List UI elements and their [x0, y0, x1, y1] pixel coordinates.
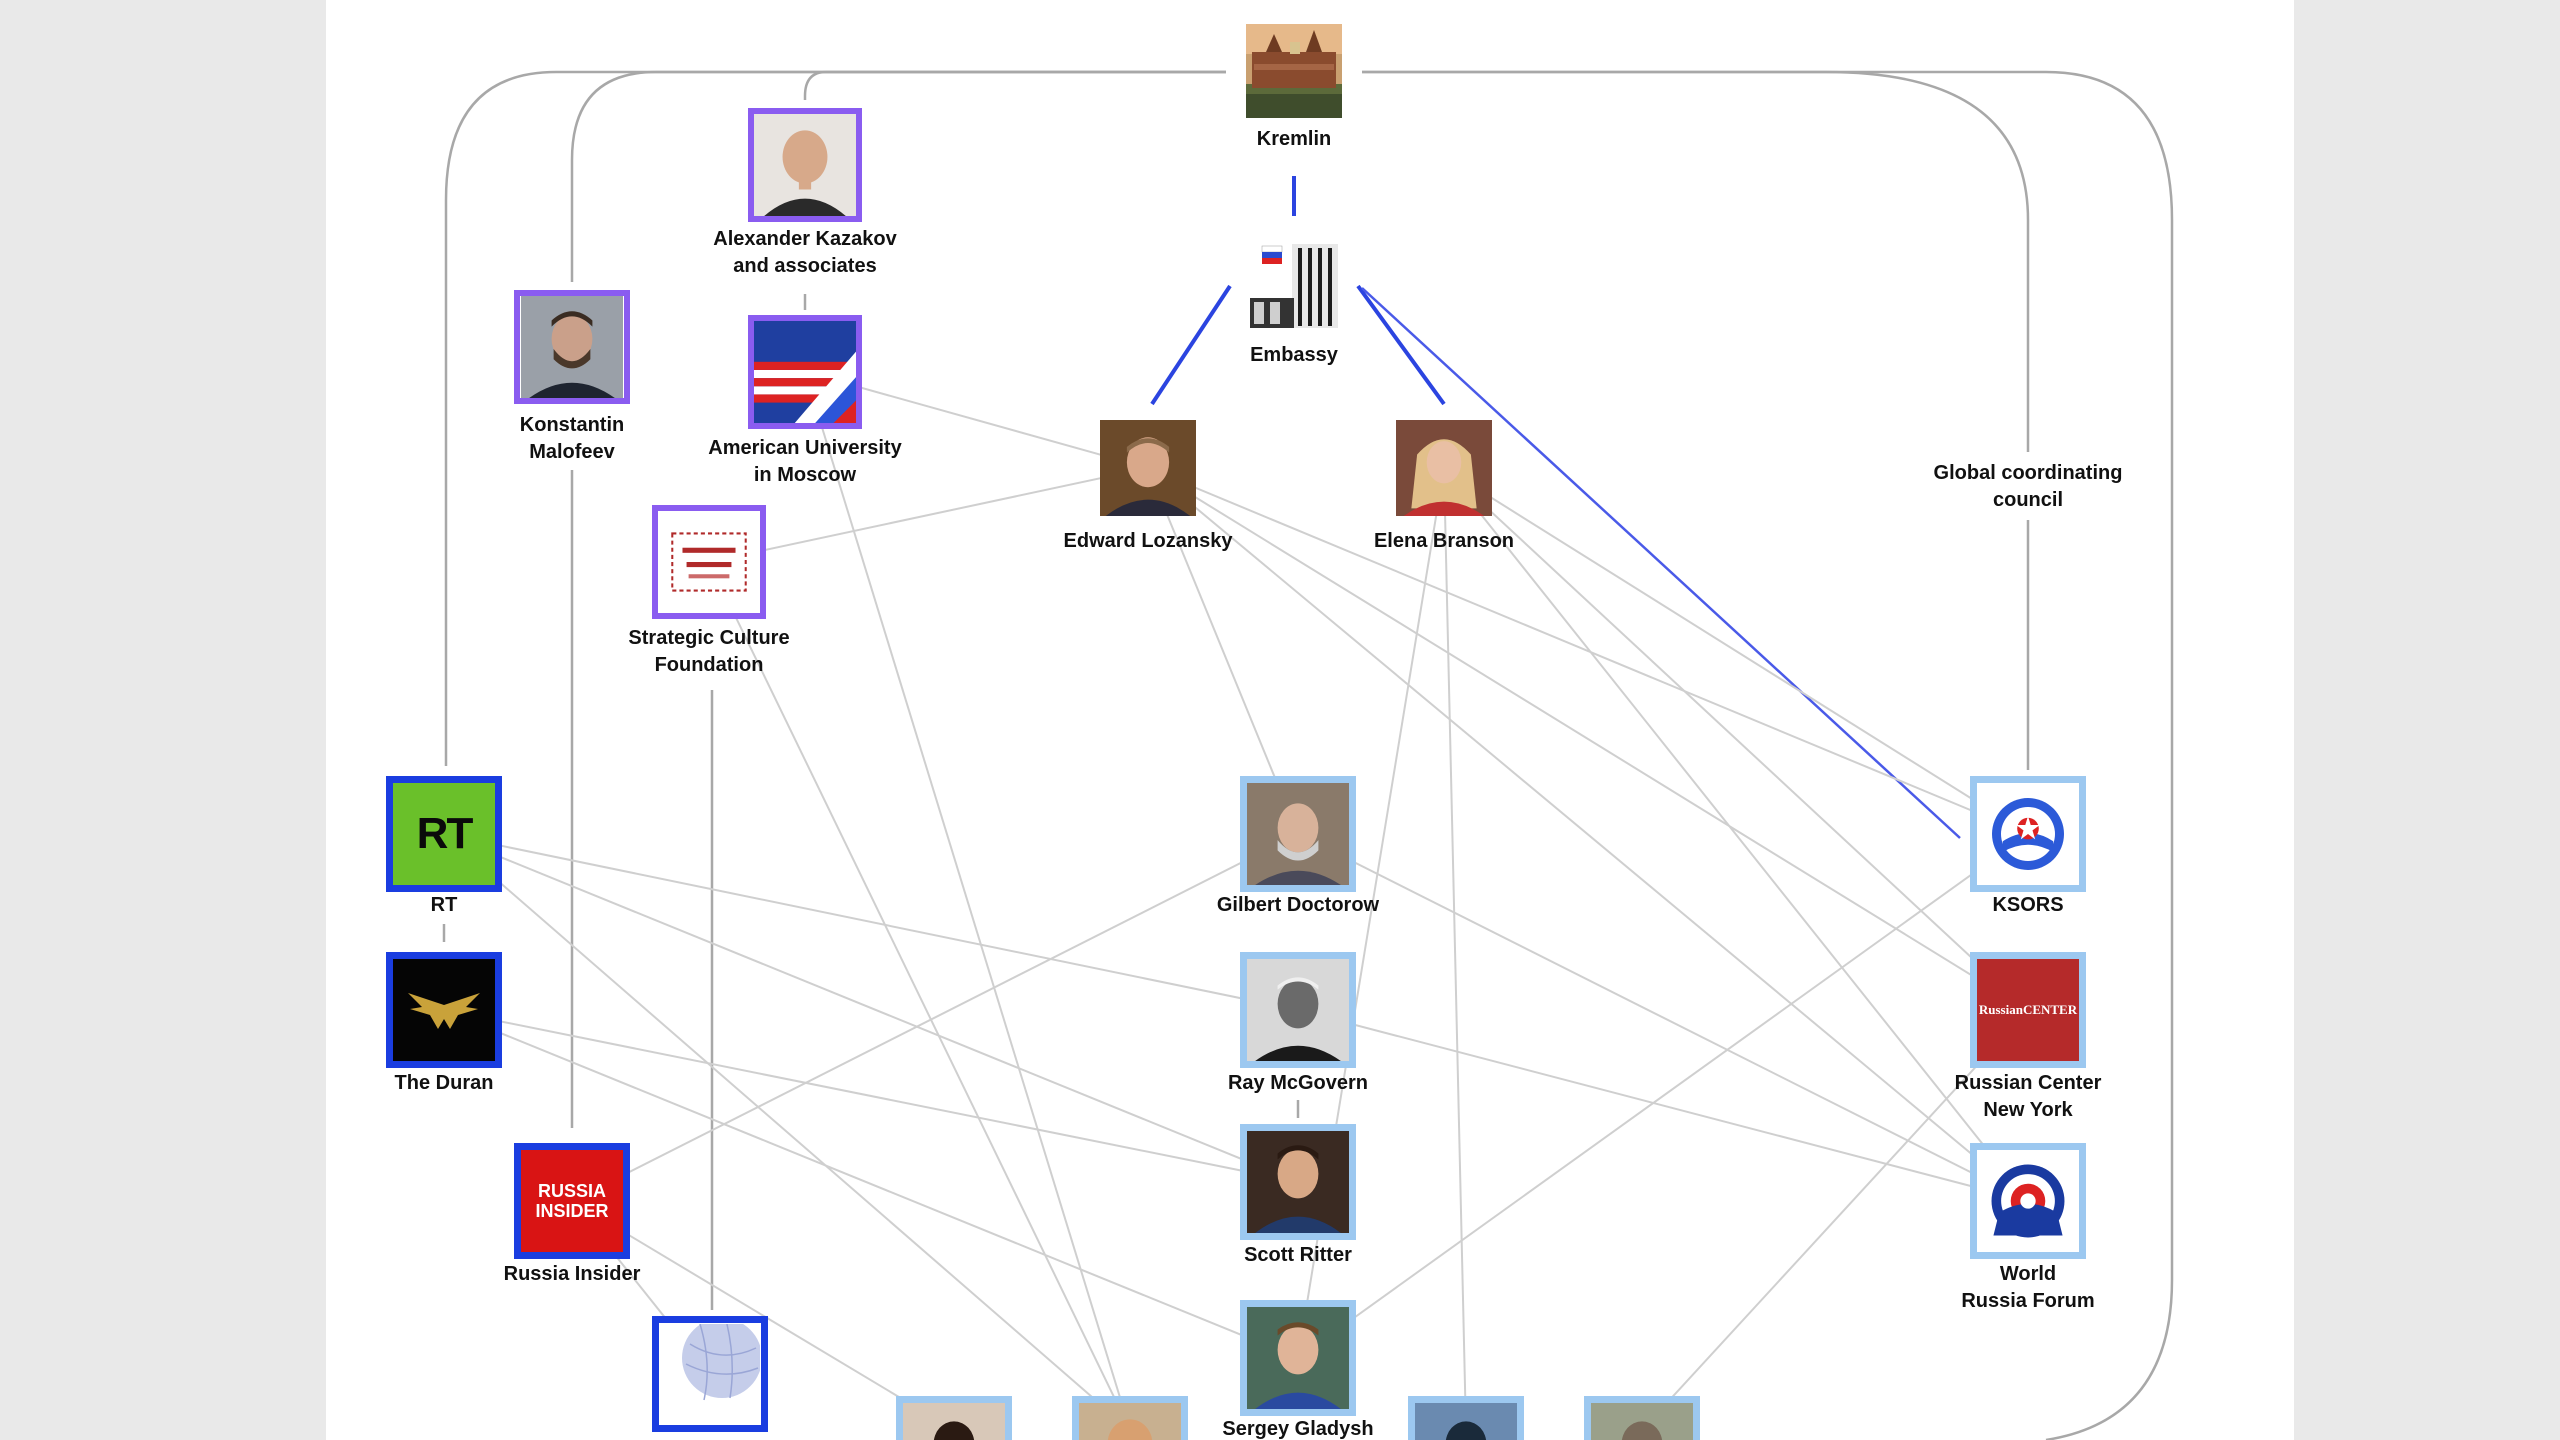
mcgovern-portrait	[1240, 952, 1356, 1068]
edge-american-university-bottom-2	[804, 371, 1131, 1431]
edge-kremlin-malofeev	[570, 70, 1226, 282]
world-forum-emblem-icon	[1991, 1164, 2065, 1238]
kazakov-portrait	[748, 108, 862, 222]
edge-gladysh-ksors	[1297, 833, 2029, 1359]
lozansky-portrait	[1100, 420, 1196, 516]
gladysh-portrait	[1240, 1300, 1356, 1416]
edge-branson-world-forum	[1443, 467, 2029, 1202]
edge-rt-mcgovern	[443, 833, 1299, 1011]
lozansky-label: Edward Lozansky	[1063, 530, 1233, 552]
edge-embassy-ksors	[1361, 287, 1961, 839]
rt-label: RT	[430, 894, 458, 916]
edge-mcgovern-world-forum	[1297, 1009, 2029, 1202]
eagle-icon	[408, 993, 480, 1029]
russia-insider-label: Russia Insider	[503, 1263, 641, 1285]
doctorow-portrait	[1240, 776, 1356, 892]
branson-label: Elena Branson	[1373, 530, 1515, 552]
edge-embassy-lozansky	[1150, 284, 1232, 406]
edge-embassy-branson	[1356, 284, 1446, 406]
bottom-4-portrait	[1584, 1396, 1700, 1440]
kremlin-label: Kremlin	[1256, 128, 1332, 150]
edge-kremlin-rt	[444, 70, 1226, 766]
rt-logo: RT	[386, 776, 502, 892]
doctorow-label: Gilbert Doctorow	[1216, 894, 1380, 916]
edge-strategic-culture-lozansky	[708, 467, 1149, 563]
world-forum-logo	[1970, 1143, 2086, 1259]
strategic-culture-logo	[652, 505, 766, 619]
edge-layer	[442, 70, 2174, 1440]
american-university-label: American University in Moscow	[708, 437, 902, 486]
edge-kremlin-bottom-right-offscreen	[1362, 70, 2174, 1440]
malofeev-label: Konstantin Malofeev	[519, 414, 625, 463]
edge-lozansky-russian-center	[1147, 467, 2029, 1011]
edge-lozansky-doctorow	[1147, 467, 1299, 835]
russian-center-logo-text: RussianCENTER	[1978, 1002, 2078, 1017]
russia-insider-logo: RUSSIA INSIDER	[514, 1143, 630, 1259]
edge-doctorow-world-forum	[1297, 833, 2029, 1202]
edge-bottom-4-russian-center	[1641, 1009, 2029, 1431]
edge-strategic-culture-bottom-2	[708, 561, 1131, 1431]
ksors-logo	[1970, 776, 2086, 892]
ritter-portrait	[1240, 1124, 1356, 1240]
edge-russia-insider-doctorow	[571, 833, 1299, 1202]
globe-logo	[652, 1316, 768, 1432]
ksors-emblem-icon	[1992, 798, 2064, 870]
edge-kremlin-kazakov	[803, 70, 1226, 100]
russian-center-label: Russian Center New York	[1954, 1072, 2102, 1121]
russian-center-logo: RussianCENTER	[1970, 952, 2086, 1068]
rt-logo-text: RT	[416, 809, 474, 858]
malofeev-portrait	[514, 290, 630, 404]
global-council-label: Global coordinating council	[1933, 462, 2123, 511]
embassy-image	[1246, 238, 1342, 334]
edge-lozansky-ksors	[1147, 467, 2029, 835]
edge-branson-bottom-3	[1443, 467, 1467, 1431]
russia-insider-logo-text: RUSSIA INSIDER	[535, 1181, 609, 1221]
bottom-1-portrait	[896, 1396, 1012, 1440]
branson-portrait	[1396, 420, 1492, 516]
kazakov-label: Alexander Kazakov and associates	[713, 228, 897, 277]
edge-russia-insider-bottom-1	[571, 1200, 955, 1431]
globe-icon	[682, 1324, 760, 1401]
embassy-label: Embassy	[1250, 344, 1338, 366]
edge-duran-ritter	[443, 1009, 1299, 1183]
edge-branson-ksors	[1443, 467, 2029, 835]
american-university-logo	[748, 315, 862, 429]
ritter-label: Scott Ritter	[1244, 1244, 1352, 1266]
edge-american-university-lozansky	[804, 371, 1149, 469]
edge-rt-bottom-2	[443, 833, 1131, 1431]
ksors-label: KSORS	[1992, 894, 2064, 916]
edge-duran-gladysh	[443, 1009, 1299, 1359]
edge-lozansky-world-forum	[1147, 467, 2029, 1202]
duran-logo	[386, 952, 502, 1068]
world-forum-label: World Russia Forum	[1961, 1263, 2095, 1312]
mcgovern-label: Ray McGovern	[1227, 1072, 1369, 1094]
kremlin-image	[1246, 24, 1342, 118]
bottom-2-portrait	[1072, 1396, 1188, 1440]
strategic-culture-label: Strategic Culture Foundation	[628, 627, 790, 676]
gladysh-label: Sergey Gladysh	[1222, 1418, 1374, 1440]
edge-rt-ritter	[443, 833, 1299, 1183]
network-diagram: Kremlin Embassy	[326, 0, 2294, 1440]
edge-kremlin-global-council	[1362, 70, 2030, 452]
bottom-3-portrait	[1408, 1396, 1524, 1440]
edge-branson-russian-center	[1443, 467, 2029, 1011]
duran-label: The Duran	[394, 1072, 494, 1094]
